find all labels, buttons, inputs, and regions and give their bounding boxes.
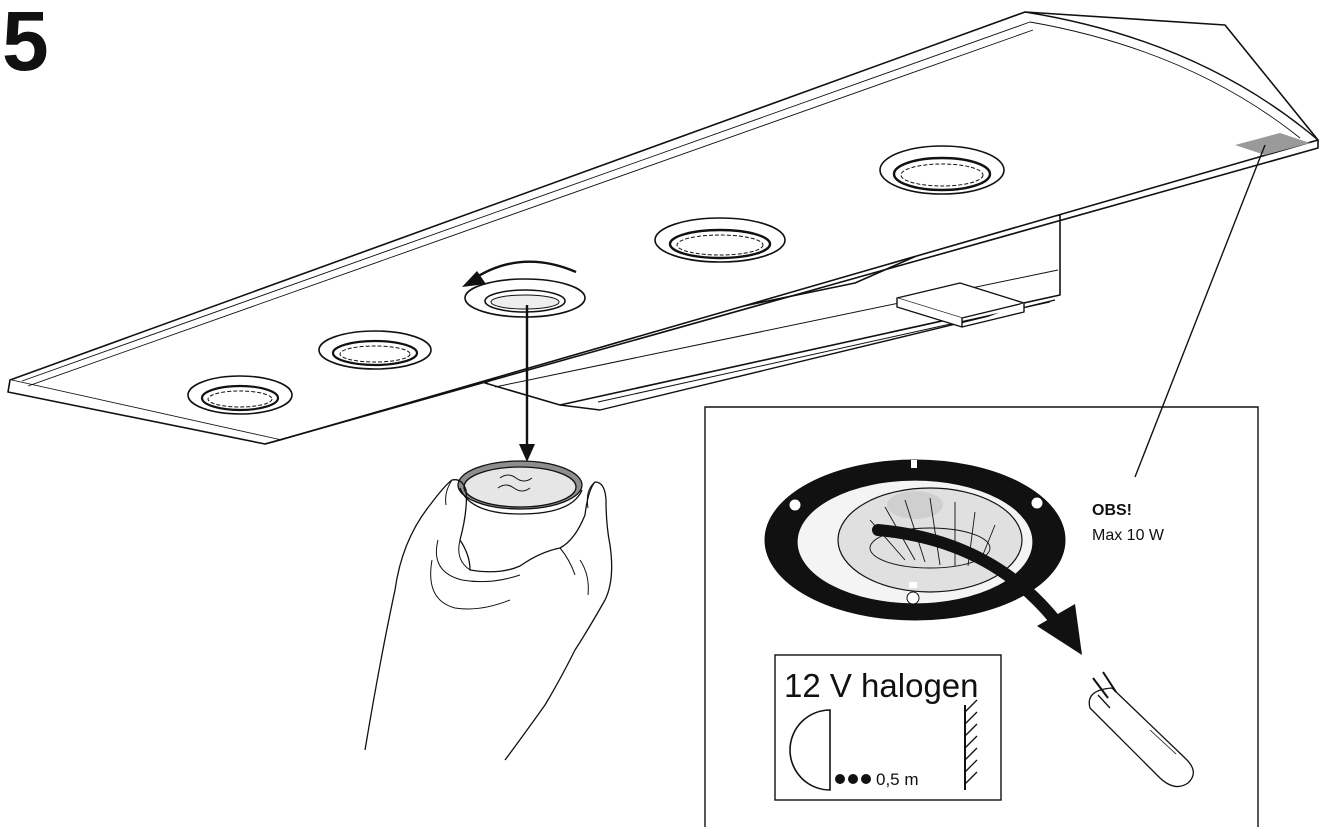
remove-bulb-arrow-icon (872, 524, 1082, 655)
wall-hatch-icon (964, 699, 978, 790)
warning-sticker (1235, 133, 1310, 155)
rotate-arrow-icon (462, 260, 577, 287)
cabinet-panel (7, 11, 1319, 445)
lamp-type-label: 12 V halogen 0,5 m (774, 654, 1002, 801)
distance-dot-icon (835, 774, 845, 784)
distance-dot-icon (848, 774, 858, 784)
lamp-type-text: 12 V halogen (784, 667, 979, 704)
spotlight-3-open (464, 278, 586, 318)
spotlight-5 (879, 145, 1005, 195)
note-heading: OBS! (1092, 502, 1132, 519)
spotlight-4 (654, 217, 786, 263)
pull-down-arrow-icon (519, 305, 535, 462)
light-cone-icon (789, 709, 831, 791)
warning-pointer-line (1134, 144, 1266, 478)
distance-text: 0,5 m (876, 770, 919, 789)
halogen-bulb (1088, 671, 1194, 788)
spotlight-2 (318, 330, 432, 370)
detail-inset (704, 406, 1259, 827)
hand-holding-lens (364, 460, 613, 761)
step-number: 5 (2, 0, 49, 88)
distance-dot-icon (861, 774, 871, 784)
note-text: Max 10 W (1092, 527, 1165, 544)
spotlight-1 (187, 375, 293, 415)
